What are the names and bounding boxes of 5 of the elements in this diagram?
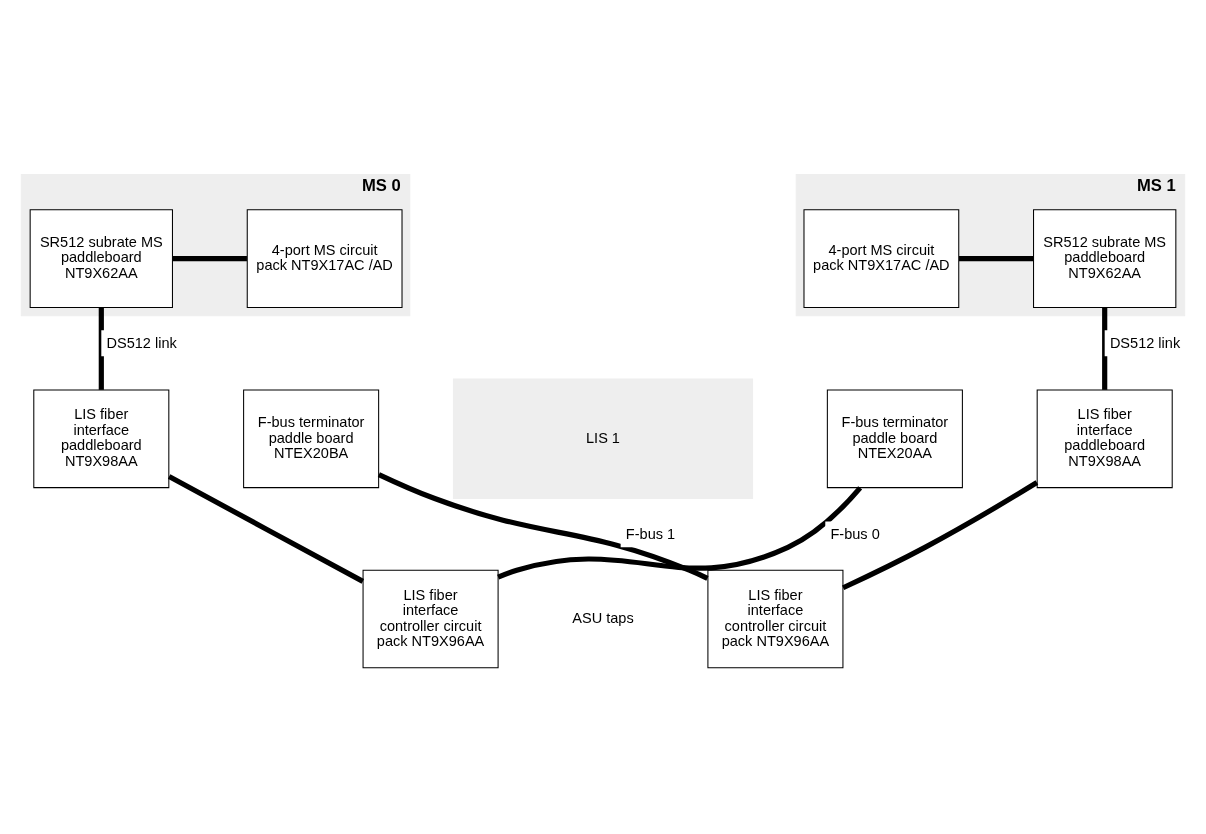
edge-label: DS512 link bbox=[1109, 334, 1181, 351]
edge-label: DS512 link bbox=[106, 334, 177, 351]
edge-label: F-bus 1 bbox=[625, 525, 676, 542]
edge-label: F-bus 0 bbox=[830, 525, 880, 542]
label: ASU taps bbox=[572, 609, 634, 626]
